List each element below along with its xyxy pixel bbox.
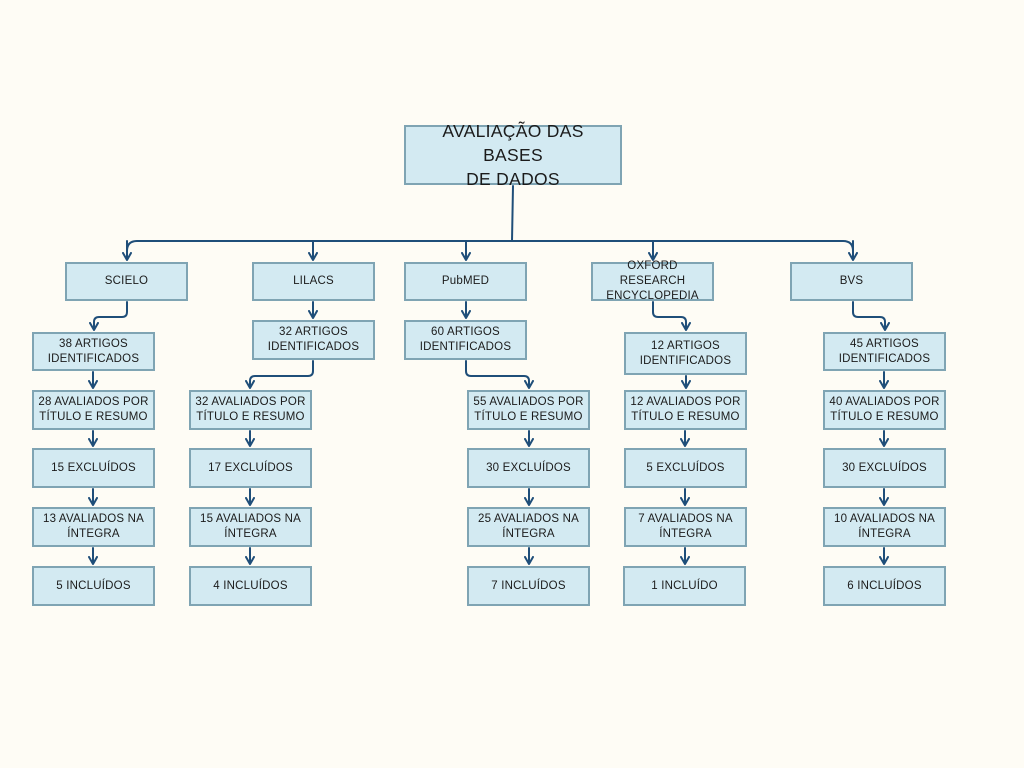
bvs-included-node: 6 INCLUÍDOS	[823, 566, 946, 606]
scielo-included-node: 5 INCLUÍDOS	[32, 566, 155, 606]
lilacs-full-text-node: 15 AVALIADOS NA ÍNTEGRA	[189, 507, 312, 547]
oxford-to-identified-arrow	[652, 301, 691, 331]
bvs-to-identified-arrow	[852, 301, 890, 331]
scielo-full-text-node: 13 AVALIADOS NA ÍNTEGRA	[32, 507, 155, 547]
oxford-database-node: OXFORD RESEARCH ENCYCLOPEDIA	[591, 260, 714, 302]
lilacs-included-node: 4 INCLUÍDOS	[189, 566, 312, 606]
root-node: AVALIAÇÃO DAS BASES DE DADOS	[404, 121, 622, 189]
oxford-full-text-node: 7 AVALIADOS NA ÍNTEGRA	[624, 507, 747, 547]
scielo-screened-node: 28 AVALIADOS POR TÍTULO E RESUMO	[32, 390, 155, 430]
bvs-excluded-node: 30 EXCLUÍDOS	[823, 448, 946, 488]
pubmed-database-node: PubMED	[404, 262, 527, 301]
pubmed-excluded-node: 30 EXCLUÍDOS	[467, 448, 590, 488]
lilacs-screened-node: 32 AVALIADOS POR TÍTULO E RESUMO	[189, 390, 312, 430]
scielo-database-node: SCIELO	[65, 262, 188, 301]
lilacs-identified-to-screened-arrow	[245, 360, 314, 389]
pubmed-included-node: 7 INCLUÍDOS	[467, 566, 590, 606]
pubmed-identified-node: 60 ARTIGOS IDENTIFICADOS	[404, 320, 527, 360]
lilacs-excluded-node: 17 EXCLUÍDOS	[189, 448, 312, 488]
scielo-to-identified-arrow	[89, 301, 128, 331]
bvs-full-text-node: 10 AVALIADOS NA ÍNTEGRA	[823, 507, 946, 547]
bvs-database-node: BVS	[790, 262, 913, 301]
pubmed-screened-node: 55 AVALIADOS POR TÍTULO E RESUMO	[467, 390, 590, 430]
pubmed-identified-to-screened-arrow	[465, 360, 534, 389]
distribution-bar-line	[126, 240, 854, 252]
bvs-identified-node: 45 ARTIGOS IDENTIFICADOS	[823, 332, 946, 371]
scielo-identified-node: 38 ARTIGOS IDENTIFICADOS	[32, 332, 155, 371]
oxford-excluded-node: 5 EXCLUÍDOS	[624, 448, 747, 488]
root-trunk-line	[511, 185, 514, 242]
oxford-screened-node: 12 AVALIADOS POR TÍTULO E RESUMO	[624, 390, 747, 430]
bvs-screened-node: 40 AVALIADOS POR TÍTULO E RESUMO	[823, 390, 946, 430]
lilacs-identified-node: 32 ARTIGOS IDENTIFICADOS	[252, 320, 375, 360]
lilacs-database-node: LILACS	[252, 262, 375, 301]
oxford-identified-node: 12 ARTIGOS IDENTIFICADOS	[624, 332, 747, 375]
pubmed-full-text-node: 25 AVALIADOS NA ÍNTEGRA	[467, 507, 590, 547]
oxford-included-node: 1 INCLUÍDO	[623, 566, 746, 606]
scielo-excluded-node: 15 EXCLUÍDOS	[32, 448, 155, 488]
